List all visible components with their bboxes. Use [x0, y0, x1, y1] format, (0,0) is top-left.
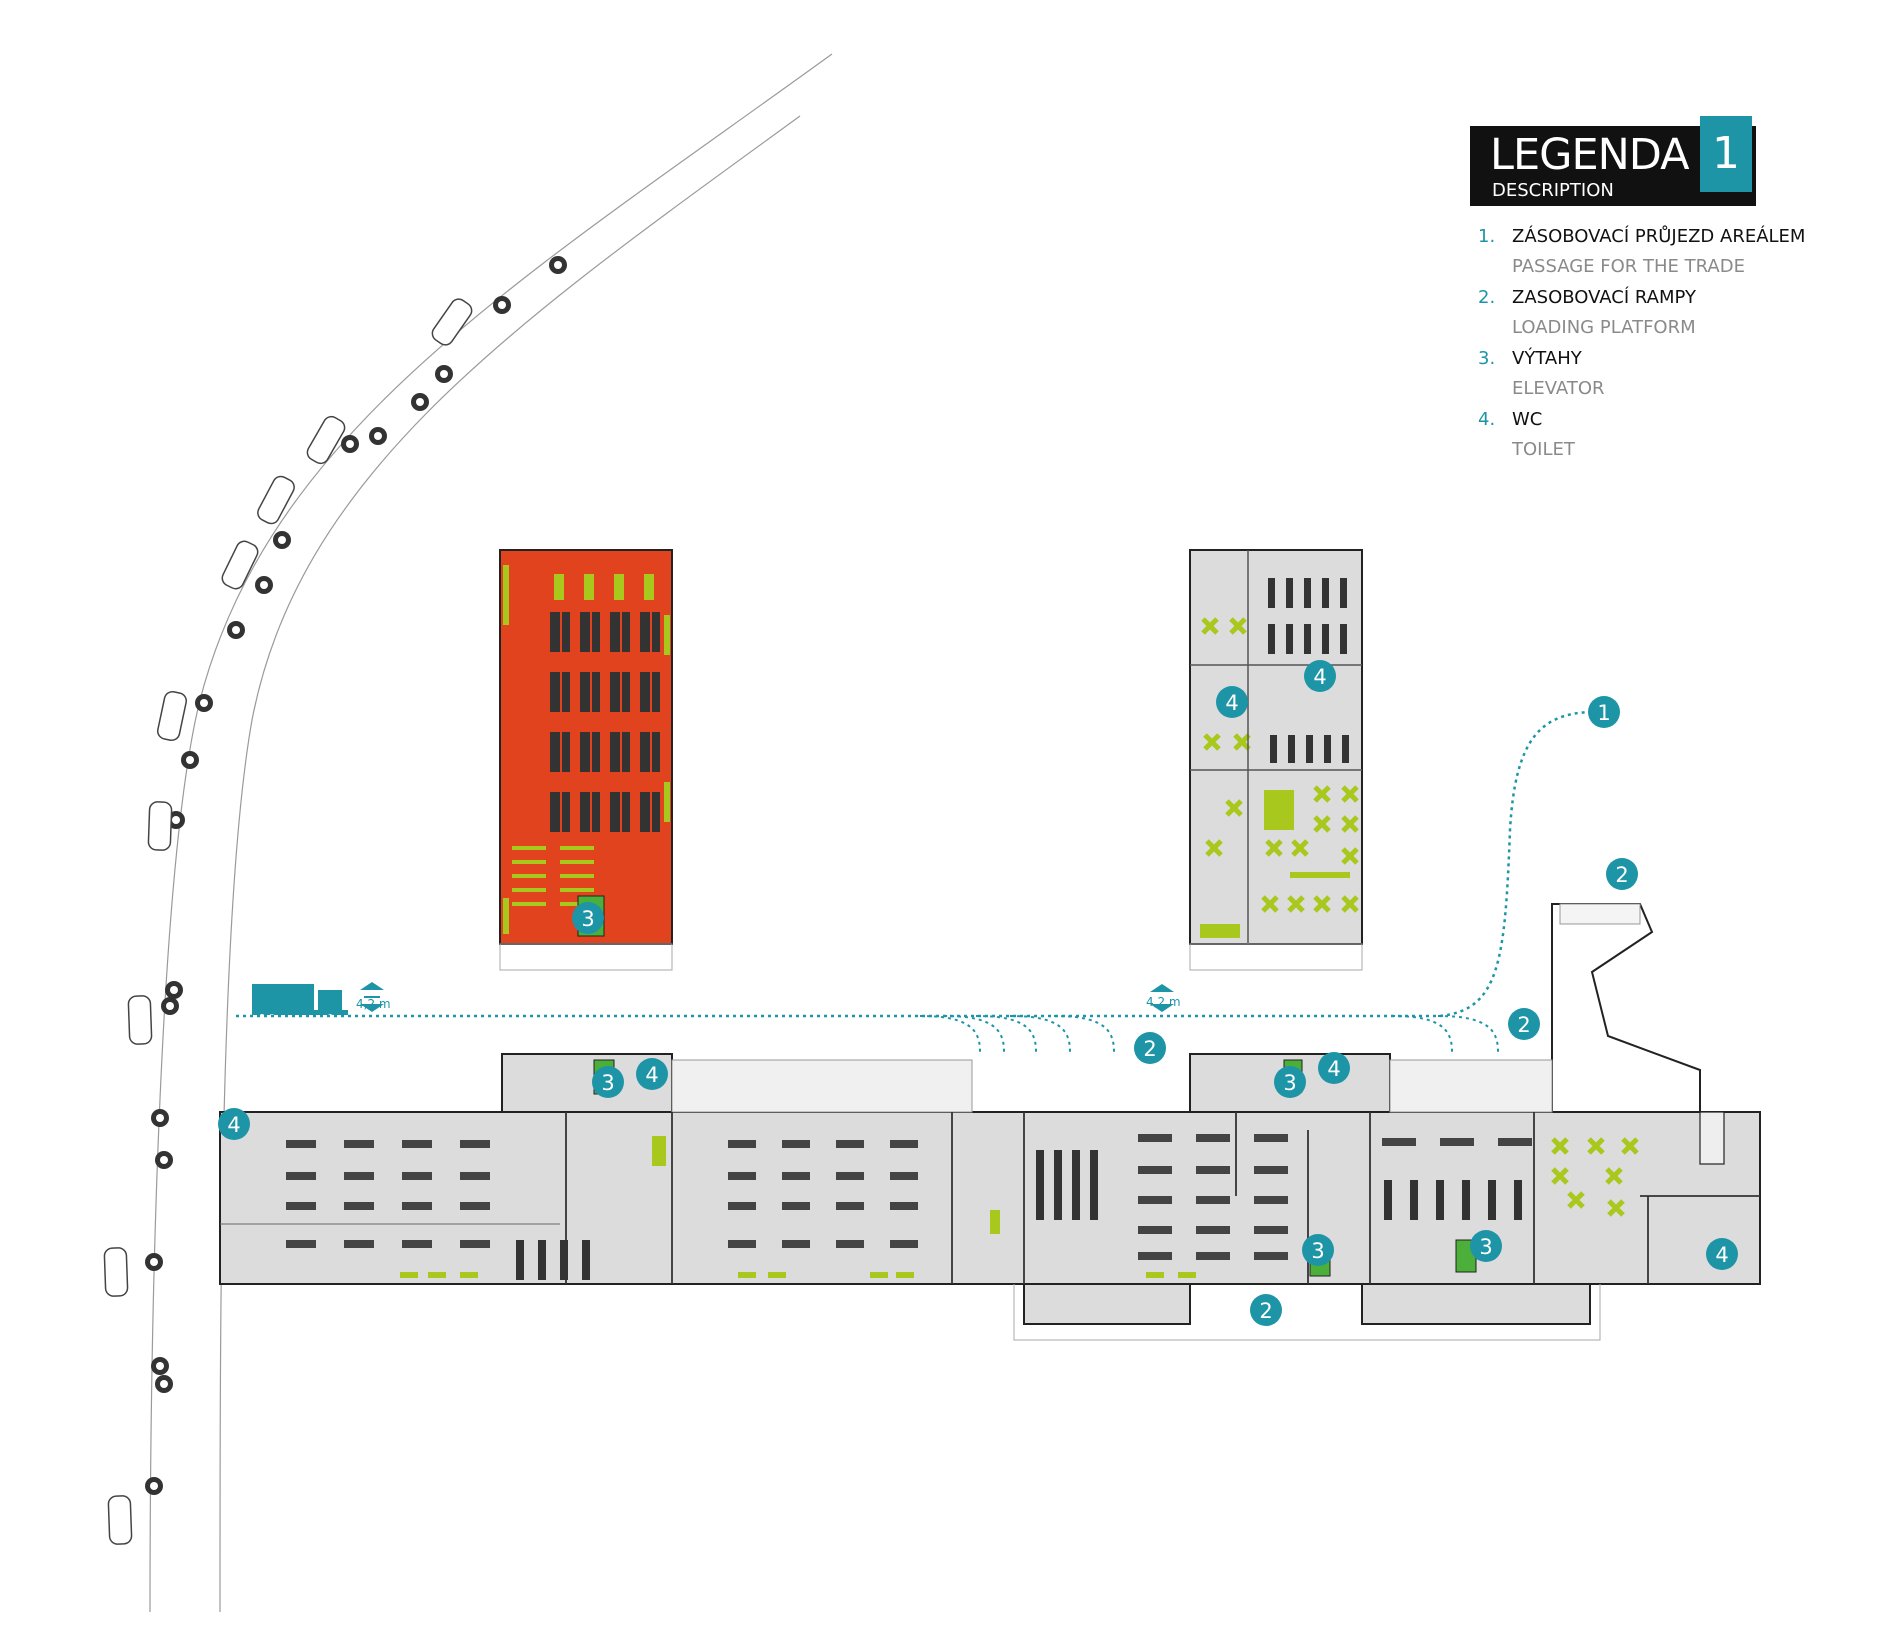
- marker-circle: [1274, 1066, 1306, 1098]
- legend-item-number: 4.: [1478, 409, 1496, 430]
- legend-item-czech: WC: [1512, 409, 1543, 430]
- marker-number: 3: [1311, 1239, 1324, 1263]
- marker-number: 3: [581, 907, 594, 931]
- main-building-furniture: [400, 1136, 1639, 1278]
- parked-cars: [103, 298, 473, 1545]
- car-icon: [107, 1495, 133, 1545]
- lower-extension-right: [1361, 1283, 1591, 1325]
- car-icon: [257, 475, 295, 525]
- marker-circle: [1588, 696, 1620, 728]
- marker-circle: [218, 1108, 250, 1140]
- marker-number: 3: [1479, 1235, 1492, 1259]
- legend-item-czech: VÝTAHY: [1512, 348, 1582, 369]
- marker-circle: [1250, 1294, 1282, 1326]
- legend-item-english: LOADING PLATFORM: [1512, 317, 1696, 338]
- office-building-connector: [1189, 943, 1363, 971]
- lower-ramp-outline: [1013, 1284, 1601, 1341]
- road: [149, 53, 833, 1613]
- marker-circle: [1304, 660, 1336, 692]
- marker-number: 4: [1313, 665, 1326, 689]
- main-building-outline: [219, 1111, 1761, 1285]
- marker-number: 2: [1259, 1299, 1272, 1323]
- legend-item-czech: ZASOBOVACÍ RAMPY: [1512, 287, 1696, 308]
- marker-number: 2: [1615, 863, 1628, 887]
- legend-title: LEGENDA: [1490, 130, 1690, 180]
- upper-annex-mid: [671, 1059, 973, 1113]
- clearance-marker-left: 4,2 m: [356, 982, 391, 1012]
- car-icon: [127, 995, 153, 1045]
- legend-item-english: ELEVATOR: [1512, 378, 1605, 399]
- legend-subtitle: DESCRIPTION: [1492, 180, 1614, 201]
- marker-circle: [1508, 1008, 1540, 1040]
- numbered-markers: 1 2 2 2 2 3 3 3 3 3 4 4 4 4 4 4: [218, 660, 1738, 1326]
- legend-item-number: 1.: [1478, 226, 1496, 247]
- road-edge-outer: [149, 53, 833, 1613]
- marker-circle: [1134, 1032, 1166, 1064]
- marker-number: 2: [1517, 1013, 1530, 1037]
- passage-route: [236, 710, 1591, 1018]
- loading-dock-structure: [1551, 903, 1701, 1112]
- marker-circle: [1606, 858, 1638, 890]
- truck-icon: [252, 984, 348, 1020]
- upper-annex-far: [1389, 1059, 1553, 1113]
- red-building-shelves: [503, 565, 670, 934]
- clearance-label-left: 4,2 m: [356, 997, 391, 1011]
- red-building: [499, 549, 673, 971]
- office-building: [1189, 549, 1363, 971]
- legend-number: 1: [1700, 116, 1752, 192]
- marker-number: 3: [601, 1071, 614, 1095]
- legend-item-number: 3.: [1478, 348, 1496, 369]
- marker-number: 2: [1143, 1037, 1156, 1061]
- marker-circle: [636, 1058, 668, 1090]
- marker-number: 4: [1715, 1243, 1728, 1267]
- car-icon: [306, 415, 346, 465]
- marker-circle: [1318, 1052, 1350, 1084]
- clearance-label-right: 4,2 m: [1146, 995, 1181, 1009]
- marker-number: 4: [227, 1113, 240, 1137]
- main-building-racks: [286, 1134, 1532, 1280]
- car-icon: [103, 1247, 129, 1297]
- trees: [145, 256, 567, 1495]
- marker-number: 4: [1225, 691, 1238, 715]
- marker-circle: [1302, 1234, 1334, 1266]
- marker-circle: [572, 902, 604, 934]
- car-icon: [221, 540, 259, 590]
- legend-item-czech: ZÁSOBOVACÍ PRŮJEZD AREÁLEM: [1512, 226, 1806, 247]
- marker-number: 3: [1283, 1071, 1296, 1095]
- marker-number: 4: [645, 1063, 658, 1087]
- legend-item-number: 2.: [1478, 287, 1496, 308]
- clearance-marker-right: 4,2 m: [1146, 984, 1181, 1012]
- marker-circle: [1216, 686, 1248, 718]
- marker-number: 4: [1327, 1057, 1340, 1081]
- stair-right: [1699, 1111, 1725, 1165]
- car-icon: [431, 298, 473, 346]
- marker-number: 1: [1597, 701, 1610, 725]
- red-building-connector: [499, 943, 673, 971]
- car-icon: [156, 690, 188, 742]
- marker-circle: [592, 1066, 624, 1098]
- car-icon: [147, 801, 173, 851]
- road-edge-inner: [219, 115, 801, 1613]
- ramp-branches: [919, 1015, 1499, 1053]
- office-building-furniture: [1200, 578, 1359, 938]
- legend-item-english: PASSAGE FOR THE TRADE: [1512, 256, 1745, 277]
- marker-circle: [1706, 1238, 1738, 1270]
- legend-item-english: TOILET: [1512, 439, 1575, 460]
- lower-extension-left: [1023, 1283, 1191, 1325]
- main-building: [219, 1053, 1761, 1341]
- marker-circle: [1470, 1230, 1502, 1262]
